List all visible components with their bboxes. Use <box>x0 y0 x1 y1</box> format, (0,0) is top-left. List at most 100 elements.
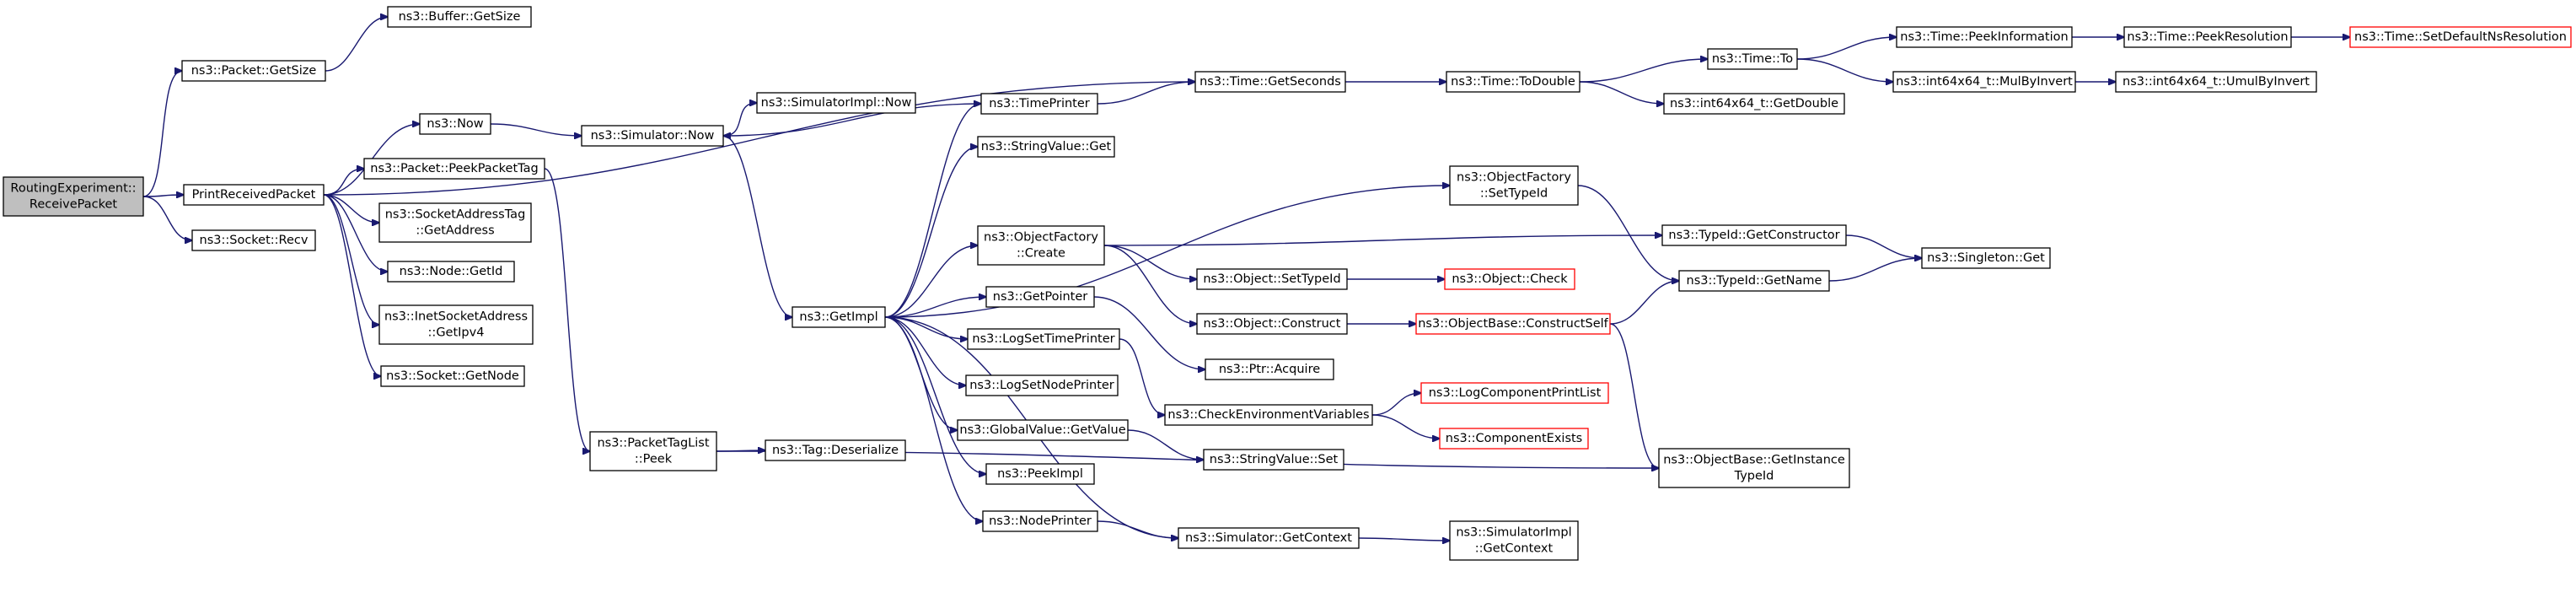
node-timetodouble[interactable]: ns3::Time::ToDouble <box>1446 71 1580 93</box>
node-getimpl[interactable]: ns3::GetImpl <box>792 306 886 328</box>
node-tagdeser[interactable]: ns3::Tag::Deserialize <box>765 439 906 461</box>
node-getdouble[interactable]: ns3::int64x64_t::GetDouble <box>1663 93 1845 115</box>
node-getpointer[interactable]: ns3::GetPointer <box>985 286 1095 308</box>
node-label: ReceivePacket <box>30 198 118 212</box>
node-nodegetid[interactable]: ns3::Node::GetId <box>387 261 515 283</box>
node-box <box>2349 26 2572 48</box>
node-box <box>181 60 326 82</box>
node-umulbyinvert[interactable]: ns3::int64x64_t::UmulByInvert <box>2115 71 2317 93</box>
node-mulbyinvert[interactable]: ns3::int64x64_t::MulByInvert <box>1892 71 2076 93</box>
node-simimplnow[interactable]: ns3::SimulatorImpl::Now <box>756 92 916 114</box>
node-objcheck[interactable]: ns3::Object::Check <box>1444 268 1575 290</box>
node-label: ::GetAddress <box>416 224 494 238</box>
node-label: ns3::PacketTagList <box>597 437 709 450</box>
node-label: RoutingExperiment:: <box>10 182 136 196</box>
node-label: ns3::int64x64_t::UmulByInvert <box>2123 75 2310 89</box>
node-timeto[interactable]: ns3::Time::To <box>1707 48 1798 70</box>
node-box <box>378 304 534 345</box>
node-label: ns3::Time::PeekInformation <box>1900 30 2068 44</box>
edge-getimpl-to-timeprinter <box>884 104 981 318</box>
node-singletonget[interactable]: ns3::Singleton::Get <box>1921 247 2051 269</box>
node-box <box>967 328 1120 350</box>
node-ofcreate[interactable]: ns3::ObjectFactory::Create <box>977 225 1105 266</box>
node-setdefaultns[interactable]: ns3::Time::SetDefaultNsResolution <box>2349 26 2572 48</box>
node-receive[interactable]: RoutingExperiment::ReceivePacket <box>3 176 144 217</box>
node-box <box>792 306 886 328</box>
node-objsettypeid[interactable]: ns3::Object::SetTypeId <box>1196 268 1348 290</box>
node-label: ns3::CheckEnvironmentVariables <box>1167 408 1369 422</box>
node-box <box>977 225 1105 266</box>
edge-logsettime-to-checkenv <box>1119 338 1165 415</box>
node-inetipv4[interactable]: ns3::InetSocketAddress::GetIpv4 <box>378 304 534 345</box>
node-label: ns3::Singleton::Get <box>1927 251 2045 265</box>
node-label: ns3::ObjectFactory <box>1457 171 1571 185</box>
node-box <box>380 365 525 387</box>
node-typeidgetctor[interactable]: ns3::TypeId::GetConstructor <box>1661 224 1847 246</box>
node-box <box>363 158 545 180</box>
node-sockgetnode[interactable]: ns3::Socket::GetNode <box>380 365 525 387</box>
node-box <box>980 93 1098 115</box>
node-logsetnode[interactable]: ns3::LogSetNodePrinter <box>965 374 1119 396</box>
edge-getimpl-to-strvalget <box>884 147 978 318</box>
edge-obconstructself-to-obgetinstance <box>1609 323 1659 468</box>
node-label: ns3::TypeId::GetName <box>1687 274 1822 288</box>
edge-checkenv-to-logcompprint <box>1371 393 1421 416</box>
node-logcompprint[interactable]: ns3::LogComponentPrintList <box>1420 382 1609 404</box>
node-strvalset[interactable]: ns3::StringValue::Set <box>1203 449 1344 471</box>
node-logsettime[interactable]: ns3::LogSetTimePrinter <box>967 328 1120 350</box>
edge-simnow-to-getimpl <box>722 135 792 317</box>
node-nodeprinter[interactable]: ns3::NodePrinter <box>982 510 1098 532</box>
edge-getimpl-to-ofsettypeid <box>884 186 1450 318</box>
node-box <box>1892 71 2076 93</box>
edge-typeidgetname-to-singletonget <box>1828 258 1922 282</box>
edge-simgetctx-to-simimplgetctx <box>1358 538 1450 541</box>
node-label: ns3::Ptr::Acquire <box>1219 363 1320 376</box>
edge-printrecv-to-inetipv4 <box>323 194 379 325</box>
node-label: ns3::GetPointer <box>993 290 1088 304</box>
node-box <box>1444 268 1575 290</box>
node-box <box>378 202 532 243</box>
node-ptracquire[interactable]: ns3::Ptr::Acquire <box>1205 358 1334 380</box>
node-typeidgetname[interactable]: ns3::TypeId::GetName <box>1678 270 1830 292</box>
edge-peektag-to-taglistpeek <box>544 168 590 451</box>
edge-printrecv-to-peektag <box>323 169 364 196</box>
node-getsize[interactable]: ns3::Packet::GetSize <box>181 60 326 82</box>
node-taglistpeek[interactable]: ns3::PacketTagList::Peek <box>589 431 717 471</box>
node-strvalget[interactable]: ns3::StringValue::Get <box>977 136 1115 158</box>
node-compexists[interactable]: ns3::ComponentExists <box>1439 428 1589 450</box>
edge-getimpl-to-ofcreate <box>884 245 978 318</box>
edge-gvgetvalue-to-strvalset <box>1127 429 1204 460</box>
node-box <box>1196 313 1348 335</box>
node-simnow[interactable]: ns3::Simulator::Now <box>581 125 724 147</box>
node-printrecv[interactable]: PrintReceivedPacket <box>183 184 325 206</box>
node-now[interactable]: ns3::Now <box>419 113 491 135</box>
node-simimplgetctx[interactable]: ns3::SimulatorImpl::GetContext <box>1449 520 1579 561</box>
node-peekres[interactable]: ns3::Time::PeekResolution <box>2123 26 2292 48</box>
node-peekinfo[interactable]: ns3::Time::PeekInformation <box>1896 26 2073 48</box>
node-sockaddrtag[interactable]: ns3::SocketAddressTag::GetAddress <box>378 202 532 243</box>
node-box <box>1178 527 1360 549</box>
node-timeprinter[interactable]: ns3::TimePrinter <box>980 93 1098 115</box>
node-simgetctx[interactable]: ns3::Simulator::GetContext <box>1178 527 1360 549</box>
node-box <box>1420 382 1609 404</box>
node-obconstructself[interactable]: ns3::ObjectBase::ConstructSelf <box>1415 313 1611 335</box>
node-label: PrintReceivedPacket <box>192 188 316 202</box>
node-objconstruct[interactable]: ns3::Object::Construct <box>1196 313 1348 335</box>
node-bufgetsize[interactable]: ns3::Buffer::GetSize <box>387 6 532 28</box>
node-box <box>1446 71 1580 93</box>
node-label: ns3::int64x64_t::GetDouble <box>1670 97 1838 110</box>
node-checkenv[interactable]: ns3::CheckEnvironmentVariables <box>1164 404 1373 426</box>
node-peektag[interactable]: ns3::Packet::PeekPacketTag <box>363 158 545 180</box>
node-box <box>589 431 717 471</box>
node-label: ::SetTypeId <box>1480 187 1548 201</box>
node-box <box>982 510 1098 532</box>
node-gvgetvalue[interactable]: ns3::GlobalValue::GetValue <box>957 419 1129 441</box>
edge-timeprinter-to-simnow <box>723 103 982 136</box>
node-recv[interactable]: ns3::Socket::Recv <box>191 229 316 251</box>
edge-getimpl-to-nodeprinter <box>884 316 983 521</box>
node-timegetsec[interactable]: ns3::Time::GetSeconds <box>1194 71 1346 93</box>
node-peekimpl[interactable]: ns3::PeekImpl <box>985 463 1095 485</box>
node-ofsettypeid[interactable]: ns3::ObjectFactory::SetTypeId <box>1449 165 1579 206</box>
node-box <box>1205 358 1334 380</box>
